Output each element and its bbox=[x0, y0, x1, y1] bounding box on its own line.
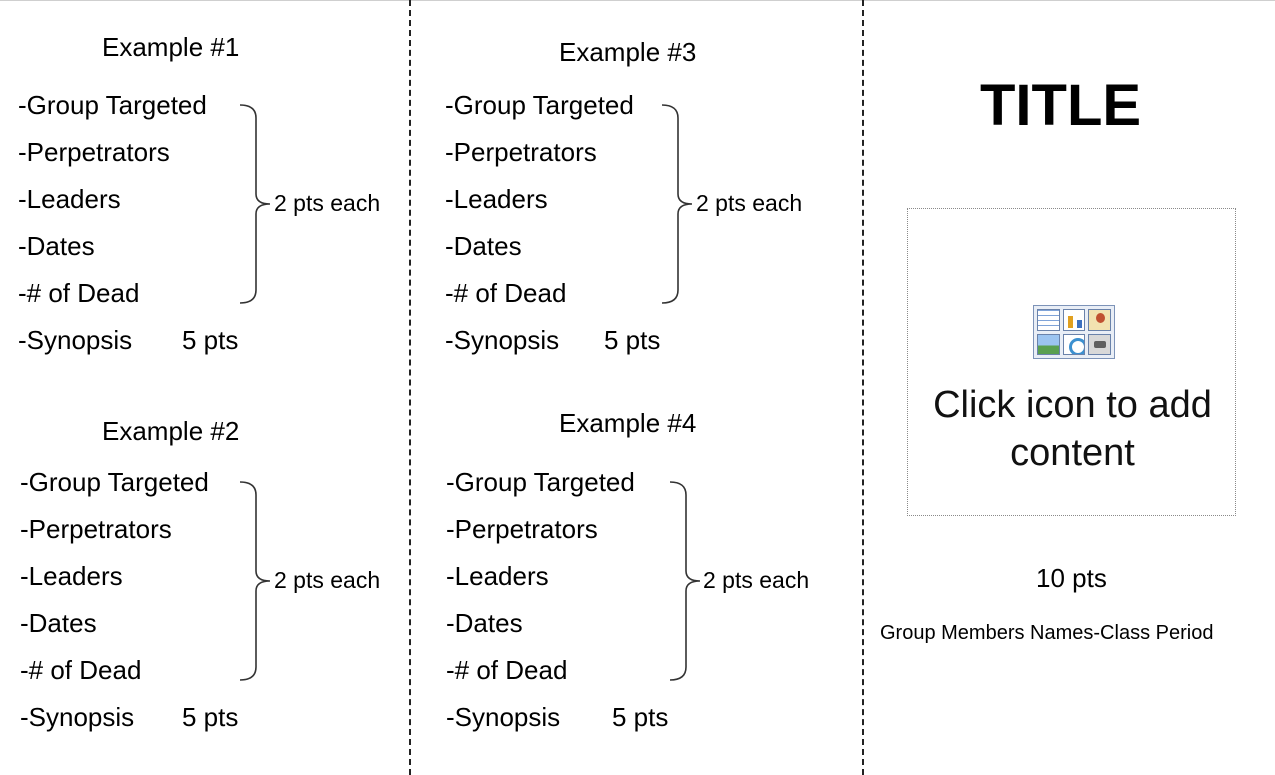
rubric-item[interactable]: -Dates bbox=[445, 231, 522, 261]
cover-title[interactable]: TITLE bbox=[980, 73, 1142, 138]
insert-smartart-icon[interactable] bbox=[1062, 333, 1086, 355]
curly-brace bbox=[661, 104, 693, 304]
panel-divider-right bbox=[862, 0, 864, 775]
rubric-item[interactable]: -Group Targeted bbox=[18, 90, 207, 120]
group-members-line[interactable]: Group Members Names-Class Period bbox=[880, 622, 1214, 644]
example-title[interactable]: Example #3 bbox=[559, 37, 697, 67]
rubric-item[interactable]: -Leaders bbox=[446, 561, 549, 591]
brace-label: 2 pts each bbox=[696, 190, 803, 216]
rubric-item[interactable]: -Group Targeted bbox=[446, 467, 635, 497]
content-placeholder-icons[interactable] bbox=[1033, 305, 1115, 359]
brace-label: 2 pts each bbox=[274, 190, 381, 216]
rubric-item[interactable]: -Group Targeted bbox=[20, 467, 209, 497]
top-rule bbox=[0, 0, 1275, 1]
rubric-item[interactable]: -# of Dead bbox=[445, 278, 567, 308]
rubric-item[interactable]: -Leaders bbox=[20, 561, 123, 591]
rubric-item[interactable]: -Perpetrators bbox=[20, 514, 172, 544]
curly-brace bbox=[239, 481, 271, 681]
rubric-item[interactable]: -Perpetrators bbox=[446, 514, 598, 544]
example-title[interactable]: Example #2 bbox=[102, 416, 240, 446]
example-title[interactable]: Example #1 bbox=[102, 32, 240, 62]
rubric-item[interactable]: -# of Dead bbox=[446, 655, 568, 685]
rubric-item[interactable]: -# of Dead bbox=[20, 655, 142, 685]
rubric-item[interactable]: -Synopsis bbox=[20, 702, 135, 732]
insert-picture-icon[interactable] bbox=[1037, 333, 1060, 355]
rubric-item[interactable]: -Synopsis bbox=[445, 325, 560, 355]
rubric-item[interactable]: -# of Dead bbox=[18, 278, 140, 308]
insert-table-icon[interactable] bbox=[1037, 309, 1060, 331]
synopsis-points: 5 pts bbox=[182, 325, 239, 355]
panel-divider-left bbox=[409, 0, 411, 775]
synopsis-points: 5 pts bbox=[612, 702, 669, 732]
synopsis-points: 5 pts bbox=[604, 325, 661, 355]
rubric-item[interactable]: -Dates bbox=[20, 608, 97, 638]
content-placeholder[interactable]: Click icon to add content bbox=[907, 208, 1236, 516]
curly-brace bbox=[239, 104, 271, 304]
placeholder-text: Click icon to add content bbox=[933, 384, 1212, 474]
insert-clip-art-icon[interactable] bbox=[1088, 309, 1111, 331]
rubric-item[interactable]: -Perpetrators bbox=[18, 137, 170, 167]
rubric-item[interactable]: -Group Targeted bbox=[445, 90, 634, 120]
insert-media-icon[interactable] bbox=[1088, 333, 1111, 355]
insert-chart-icon[interactable] bbox=[1062, 309, 1086, 331]
rubric-item[interactable]: -Dates bbox=[446, 608, 523, 638]
brace-label: 2 pts each bbox=[274, 567, 381, 593]
cover-points: 10 pts bbox=[1036, 563, 1107, 593]
rubric-item[interactable]: -Dates bbox=[18, 231, 95, 261]
rubric-item[interactable]: -Synopsis bbox=[446, 702, 561, 732]
rubric-item[interactable]: -Leaders bbox=[445, 184, 548, 214]
rubric-item[interactable]: -Leaders bbox=[18, 184, 121, 214]
rubric-item[interactable]: -Perpetrators bbox=[445, 137, 597, 167]
curly-brace bbox=[669, 481, 701, 681]
synopsis-points: 5 pts bbox=[182, 702, 239, 732]
brace-label: 2 pts each bbox=[703, 567, 810, 593]
example-title[interactable]: Example #4 bbox=[559, 408, 697, 438]
rubric-item[interactable]: -Synopsis bbox=[18, 325, 133, 355]
